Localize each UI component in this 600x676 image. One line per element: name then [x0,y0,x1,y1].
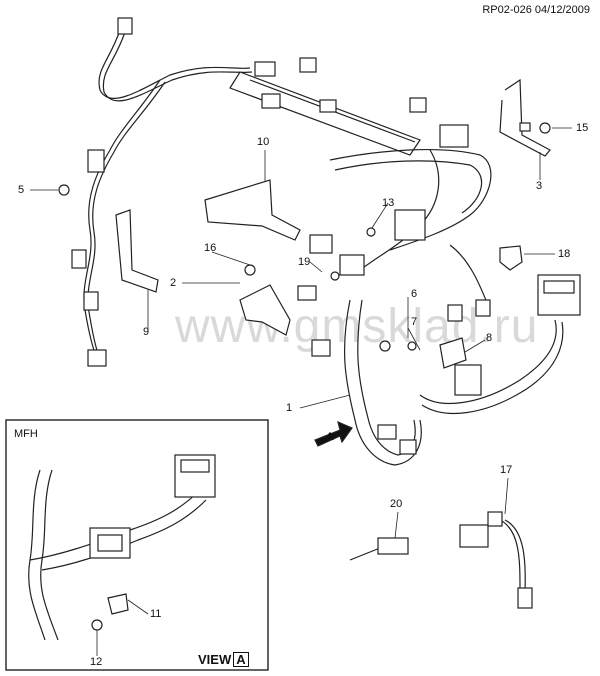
view-marker: A [233,652,249,667]
callout-5: 5 [18,184,25,196]
inset-view-frame [5,419,269,671]
callout-3: 3 [536,180,543,192]
callout-18: 18 [558,248,571,260]
view-label-text: VIEW [198,652,232,667]
callout-6: 6 [411,288,418,300]
callout-2: 2 [170,277,177,289]
callout-16: 16 [204,242,217,254]
callout-8: 8 [486,332,493,344]
diagram-code: RP02-026 04/12/2009 [482,4,590,16]
callout-12: 12 [90,656,103,668]
callout-1: 1 [286,402,293,414]
callout-7: 7 [411,316,418,328]
callout-9: 9 [143,326,150,338]
view-arrow-marker: A [326,431,334,443]
callout-15: 15 [576,122,589,134]
callout-10: 10 [257,136,270,148]
callout-13: 13 [382,197,395,209]
callout-20: 20 [390,498,403,510]
callout-11: 11 [150,608,162,620]
inset-title: MFH [14,428,38,440]
callout-17: 17 [500,464,513,476]
callout-19: 19 [298,256,311,268]
